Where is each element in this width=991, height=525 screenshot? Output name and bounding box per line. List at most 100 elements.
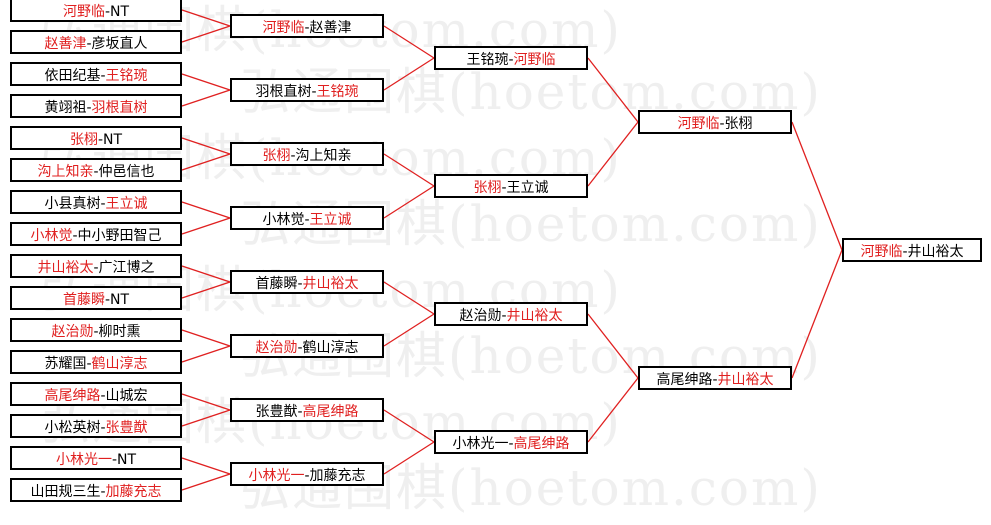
connector-line-round-2-8-upper (181, 457, 231, 475)
match-box-round-3-3: 赵治勋-井山裕太 (434, 302, 588, 326)
separator: - (97, 132, 104, 148)
player-right-name: 张栩 (724, 116, 753, 132)
separator: - (304, 20, 310, 36)
player-left-name: 小松英树 (44, 420, 101, 436)
match-box-round-1-10: 首藤瞬-NT (10, 286, 182, 310)
connector-line-round-2-2-upper (181, 73, 231, 91)
connector-line-round-4-1-upper (587, 57, 639, 123)
separator: - (111, 452, 118, 468)
match-box-round-1-15: 小林光一-NT (10, 446, 182, 470)
match-box-round-3-2: 张栩-王立诚 (434, 174, 588, 198)
separator: - (508, 52, 514, 68)
match-box-round-1-4: 黄翊祖-羽根直树 (10, 94, 182, 118)
connector-line-round-2-7-lower (181, 409, 231, 427)
match-box-round-3-1: 王铭琬-河野临 (434, 46, 588, 70)
player-right-name: 山城宏 (105, 388, 148, 404)
player-right-name: 高尾绅路 (302, 404, 359, 420)
player-left-name: 沟上知亲 (37, 164, 94, 180)
player-left-name: 赵治勋 (459, 308, 502, 324)
match-box-round-1-16: 山田规三生-加藤充志 (10, 478, 182, 502)
match-box-round-2-5: 首藤瞬-井山裕太 (230, 270, 384, 294)
separator: - (297, 276, 303, 292)
match-box-round-2-6: 赵治勋-鹤山淳志 (230, 334, 384, 358)
separator: - (100, 420, 106, 436)
separator: - (100, 68, 106, 84)
player-left-name: 小林光一 (452, 436, 509, 452)
match-box-round-1-7: 小县真树-王立诚 (10, 190, 182, 214)
match-box-round-3-4: 小林光一-高尾绅路 (434, 430, 588, 454)
player-right-name: 柳时熏 (98, 324, 141, 340)
match-box-round-1-3: 依田纪基-王铭琬 (10, 62, 182, 86)
connector-line-round-3-3-lower (383, 313, 435, 347)
separator: - (100, 484, 106, 500)
player-right-name: 王立诚 (506, 180, 549, 196)
separator: - (104, 292, 111, 308)
player-left-name: 张栩 (473, 180, 502, 196)
separator: - (719, 116, 725, 132)
connector-line-round-3-3-upper (383, 281, 435, 315)
player-left-name: 赵治勋 (255, 340, 298, 356)
player-right-name: 高尾绅路 (513, 436, 570, 452)
connector-line-round-2-8-lower (181, 473, 231, 491)
match-box-round-1-11: 赵治勋-柳时熏 (10, 318, 182, 342)
player-left-name: 依田纪基 (44, 68, 101, 84)
separator: - (902, 244, 908, 260)
player-left-name: 小林觉 (262, 212, 305, 228)
connector-line-round-3-2-upper (383, 153, 435, 187)
player-left-name: 张栩 (69, 132, 98, 148)
connector-line-round-2-1-lower (181, 25, 231, 43)
connector-line-round-4-2-upper (587, 313, 639, 379)
separator: - (304, 468, 310, 484)
connector-line-round-4-2-lower (587, 377, 639, 443)
match-box-round-1-14: 小松英树-张豊猷 (10, 414, 182, 438)
player-left-name: 首藤瞬 (255, 276, 298, 292)
player-right-name: 加藤充志 (105, 484, 162, 500)
match-box-round-1-2: 赵善津-彦坂直人 (10, 30, 182, 54)
player-right-name: 井山裕太 (717, 372, 774, 388)
separator: - (100, 196, 106, 212)
match-box-round-2-2: 羽根直树-王铭琬 (230, 78, 384, 102)
separator: - (297, 340, 303, 356)
connector-line-round-3-4-upper (383, 409, 435, 443)
player-right-name: 赵善津 (309, 20, 352, 36)
player-right-name: 彦坂直人 (91, 36, 148, 52)
player-right-name: 中小野田智己 (77, 228, 162, 244)
player-left-name: 赵善津 (44, 36, 87, 52)
player-right-name: NT (110, 4, 130, 20)
separator: - (100, 388, 106, 404)
match-box-round-4-2: 高尾绅路-井山裕太 (638, 366, 792, 390)
separator: - (311, 84, 317, 100)
player-left-name: 山田规三生 (30, 484, 101, 500)
player-left-name: 王铭琬 (466, 52, 509, 68)
match-box-round-1-1: 河野临-NT (10, 0, 182, 22)
match-box-round-2-7: 张豊猷-高尾绅路 (230, 398, 384, 422)
player-right-name: 井山裕太 (302, 276, 359, 292)
separator: - (86, 356, 92, 372)
match-box-round-4-1: 河野临-张栩 (638, 110, 792, 134)
player-right-name: NT (103, 132, 123, 148)
separator: - (72, 228, 78, 244)
player-right-name: NT (117, 452, 137, 468)
player-right-name: 鹤山淳志 (91, 356, 148, 372)
player-right-name: 王铭琬 (105, 68, 148, 84)
connector-line-round-2-6-lower (181, 345, 231, 363)
player-left-name: 赵治勋 (51, 324, 94, 340)
match-box-round-1-12: 苏耀国-鹤山淳志 (10, 350, 182, 374)
player-right-name: 加藤充志 (309, 468, 366, 484)
connector-line-round-2-5-upper (181, 265, 231, 283)
connector-line-round-3-2-lower (383, 185, 435, 219)
connector-line-round-3-1-lower (383, 57, 435, 91)
player-left-name: 高尾绅路 (656, 372, 713, 388)
player-left-name: 河野临 (262, 20, 305, 36)
player-left-name: 张豊猷 (255, 404, 298, 420)
connector-line-round-2-3-upper (181, 137, 231, 155)
separator: - (501, 180, 507, 196)
player-right-name: 张豊猷 (105, 420, 148, 436)
separator: - (86, 100, 92, 116)
player-left-name: 河野临 (677, 116, 720, 132)
separator: - (93, 260, 99, 276)
player-right-name: 羽根直树 (91, 100, 148, 116)
connector-line-round-2-7-upper (181, 393, 231, 411)
separator: - (304, 212, 310, 228)
